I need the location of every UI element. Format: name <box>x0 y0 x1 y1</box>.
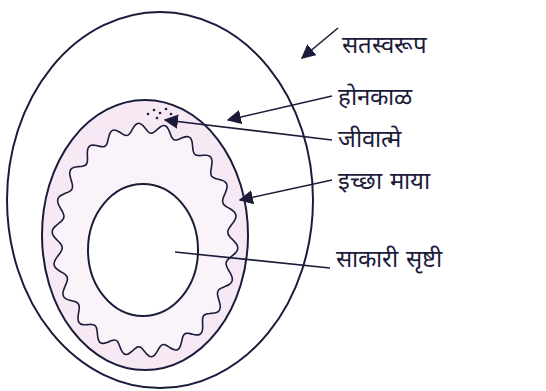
region-label: साकारी सृष्टी <box>336 244 442 274</box>
outer-ellipse <box>7 12 313 388</box>
leader-lines <box>165 28 338 268</box>
inner-circle <box>88 184 198 316</box>
wavy-boundary <box>52 123 238 356</box>
region-label: होनकाळ <box>338 82 412 112</box>
region-label: सतस्वरूप <box>342 30 427 60</box>
region-label: जीवात्मे <box>338 124 401 154</box>
soul-dots <box>147 108 173 120</box>
region-label: इच्छा माया <box>338 166 430 196</box>
middle-ring <box>42 100 248 370</box>
